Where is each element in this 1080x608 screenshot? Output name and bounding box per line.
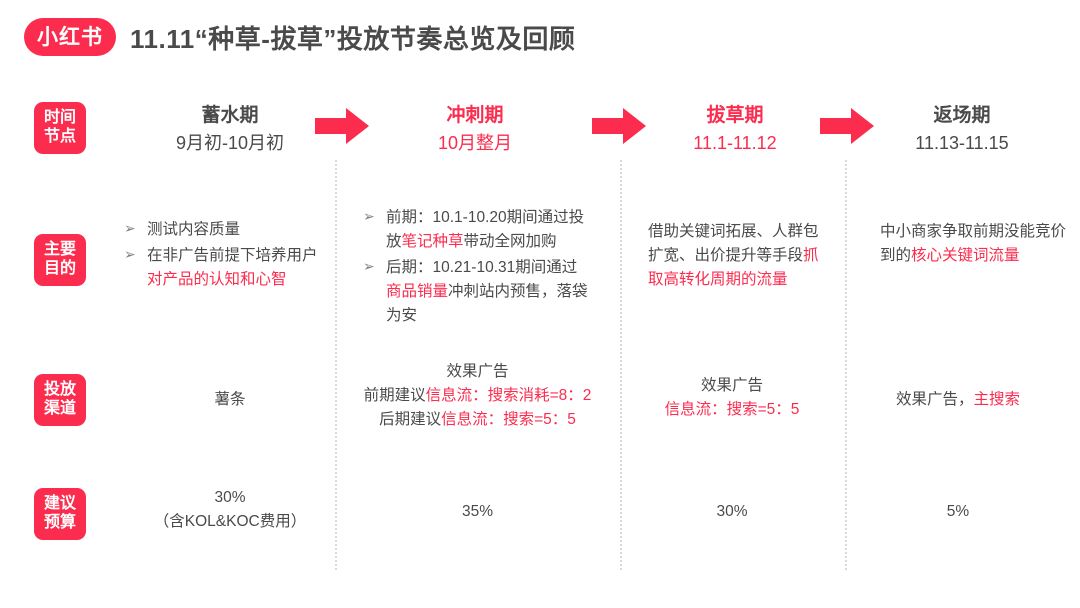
purpose-text-dark: 中小商家争取前期没能竞价到的 <box>880 223 1067 265</box>
column-header-3: 拔草期 11.1-11.12 <box>635 102 835 156</box>
right-arrow-icon <box>315 106 369 146</box>
phase-table: 时间 节点 主要 目的 投放 渠道 建议 预算 蓄水期 9月初-10月初 冲刺期… <box>0 88 1080 588</box>
row-label-line1: 建议 <box>43 495 76 513</box>
bullet-text-dark-b: 冲刺站内预售，落袋为安 <box>386 283 588 325</box>
budget-cell-2: 35% <box>335 500 620 524</box>
purpose-text-dark: 借助关键词拓展、人群包扩宽、出价提升等手段 <box>648 223 819 265</box>
channel-line-2-dark: 前期建议 <box>363 387 426 405</box>
channel-line-2: 前期建议信息流：搜索消耗=8：2 <box>340 384 615 408</box>
row-label-purpose: 主要 目的 <box>34 234 86 286</box>
bullet-arrow-icon: ➢ <box>363 258 375 275</box>
slide-header: 小红书 11.11“种草-拔草”投放节奏总览及回顾 <box>24 18 575 56</box>
bullet-arrow-icon: ➢ <box>124 246 136 263</box>
budget-note: （含KOL&KOC费用） <box>153 513 307 531</box>
column-date: 11.1-11.12 <box>693 132 777 153</box>
bullet-text-red: 商品销量 <box>386 283 449 301</box>
channel-line-3-dark: 后期建议 <box>379 411 442 429</box>
bullet-text-dark-b: 带动全网加购 <box>463 233 557 251</box>
purpose-text-red: 抓取高转化周期的流量 <box>648 247 819 289</box>
bullet-text-red: 对产品的认知和心智 <box>147 271 287 289</box>
column-header-2: 冲刺期 10月整月 <box>375 102 575 156</box>
column-divider-1 <box>335 160 337 570</box>
purpose-cell-3: 借助关键词拓展、人群包扩宽、出价提升等手段抓取高转化周期的流量 <box>648 220 826 292</box>
bullet-arrow-icon: ➢ <box>363 208 375 224</box>
budget-value: 35% <box>461 503 494 520</box>
logo-text: 小红书 <box>37 25 103 49</box>
list-item: ➢ 在非广告前提下培养用户对产品的认知和心智 <box>124 244 324 292</box>
row-label-line1: 主要 <box>43 241 76 259</box>
channel-cell-4: 效果广告，主搜索 <box>852 388 1064 412</box>
column-date: 11.13-11.15 <box>915 132 1009 153</box>
budget-value: 5% <box>946 503 970 520</box>
row-label-line2: 节点 <box>43 128 76 145</box>
channel-line-2: 信息流：搜索=5：5 <box>664 401 800 419</box>
channel-line-1: 效果广告，主搜索 <box>852 388 1064 412</box>
row-label-timeline: 时间 节点 <box>34 102 86 154</box>
right-arrow-icon <box>592 106 646 146</box>
column-name: 冲刺期 <box>446 105 504 126</box>
column-header-1: 蓄水期 9月初-10月初 <box>130 102 330 156</box>
column-name: 拔草期 <box>706 105 764 126</box>
page-title: 11.11“种草-拔草”投放节奏总览及回顾 <box>130 23 576 54</box>
bullet-list: ➢ 测试内容质量 ➢ 在非广告前提下培养用户对产品的认知和心智 <box>124 218 324 292</box>
column-name: 蓄水期 <box>201 105 259 126</box>
channel-line-1-red: 主搜索 <box>973 391 1021 408</box>
channel-line-3: 后期建议信息流：搜索=5：5 <box>340 408 615 432</box>
row-label-line2: 渠道 <box>43 400 76 417</box>
row-label-line2: 预算 <box>43 514 76 531</box>
bullet-text-dark: 在非广告前提下培养用户 <box>147 247 318 265</box>
row-label-line1: 时间 <box>43 109 76 127</box>
column-name: 返场期 <box>933 105 991 126</box>
row-label-budget: 建议 预算 <box>34 488 86 540</box>
xiaohongshu-logo: 小红书 <box>24 18 116 56</box>
row-label-line2: 目的 <box>43 260 76 277</box>
channel-line-2-red: 信息流：搜索消耗=8：2 <box>425 387 592 405</box>
budget-value: 30% <box>214 489 246 506</box>
list-item: ➢ 后期：10.21-10.31期间通过商品销量冲刺站内预售，落袋为安 <box>363 256 591 328</box>
channel-cell-2: 效果广告 前期建议信息流：搜索消耗=8：2 后期建议信息流：搜索=5：5 <box>340 360 615 432</box>
channel-cell-1: 薯条 <box>130 388 330 412</box>
column-divider-3 <box>845 160 847 570</box>
budget-value: 30% <box>716 503 748 520</box>
bullet-text-dark-a: 后期：10.21-10.31期间通过 <box>386 259 578 277</box>
bullet-text-red: 笔记种草 <box>401 233 464 251</box>
bullet-text-dark-a: 前期：10.1-10.20期间通过投放 <box>386 209 585 251</box>
channel-line-1-dark: 效果广告， <box>895 391 974 408</box>
channel-line: 薯条 <box>214 391 246 408</box>
column-divider-2 <box>620 160 622 570</box>
purpose-cell-4: 中小商家争取前期没能竞价到的核心关键词流量 <box>880 220 1070 268</box>
column-date: 10月整月 <box>437 132 513 153</box>
channel-line-3-red: 信息流：搜索=5：5 <box>441 411 576 429</box>
row-label-line1: 投放 <box>43 381 76 399</box>
list-item: ➢ 前期：10.1-10.20期间通过投放笔记种草带动全网加购 <box>363 206 591 254</box>
bullet-arrow-icon: ➢ <box>124 220 136 236</box>
channel-line-1: 效果广告 <box>446 363 509 380</box>
column-date: 9月初-10月初 <box>175 132 285 153</box>
purpose-cell-1: ➢ 测试内容质量 ➢ 在非广告前提下培养用户对产品的认知和心智 <box>124 218 324 294</box>
budget-cell-1: 30% （含KOL&KOC费用） <box>130 486 330 534</box>
purpose-text-red: 核心关键词流量 <box>911 247 1020 265</box>
column-header-4: 返场期 11.13-11.15 <box>862 102 1062 156</box>
list-item: ➢ 测试内容质量 <box>124 218 324 242</box>
budget-cell-4: 5% <box>852 500 1064 524</box>
bullet-text-dark: 测试内容质量 <box>147 221 241 238</box>
bullet-list: ➢ 前期：10.1-10.20期间通过投放笔记种草带动全网加购 ➢ 后期：10.21… <box>363 206 591 328</box>
budget-cell-3: 30% <box>626 500 838 524</box>
row-label-channel: 投放 渠道 <box>34 374 86 426</box>
channel-cell-3: 效果广告 信息流：搜索=5：5 <box>626 374 838 422</box>
channel-line-1: 效果广告 <box>700 377 763 394</box>
right-arrow-icon <box>820 106 874 146</box>
purpose-cell-2: ➢ 前期：10.1-10.20期间通过投放笔记种草带动全网加购 ➢ 后期：10.21… <box>363 206 591 330</box>
